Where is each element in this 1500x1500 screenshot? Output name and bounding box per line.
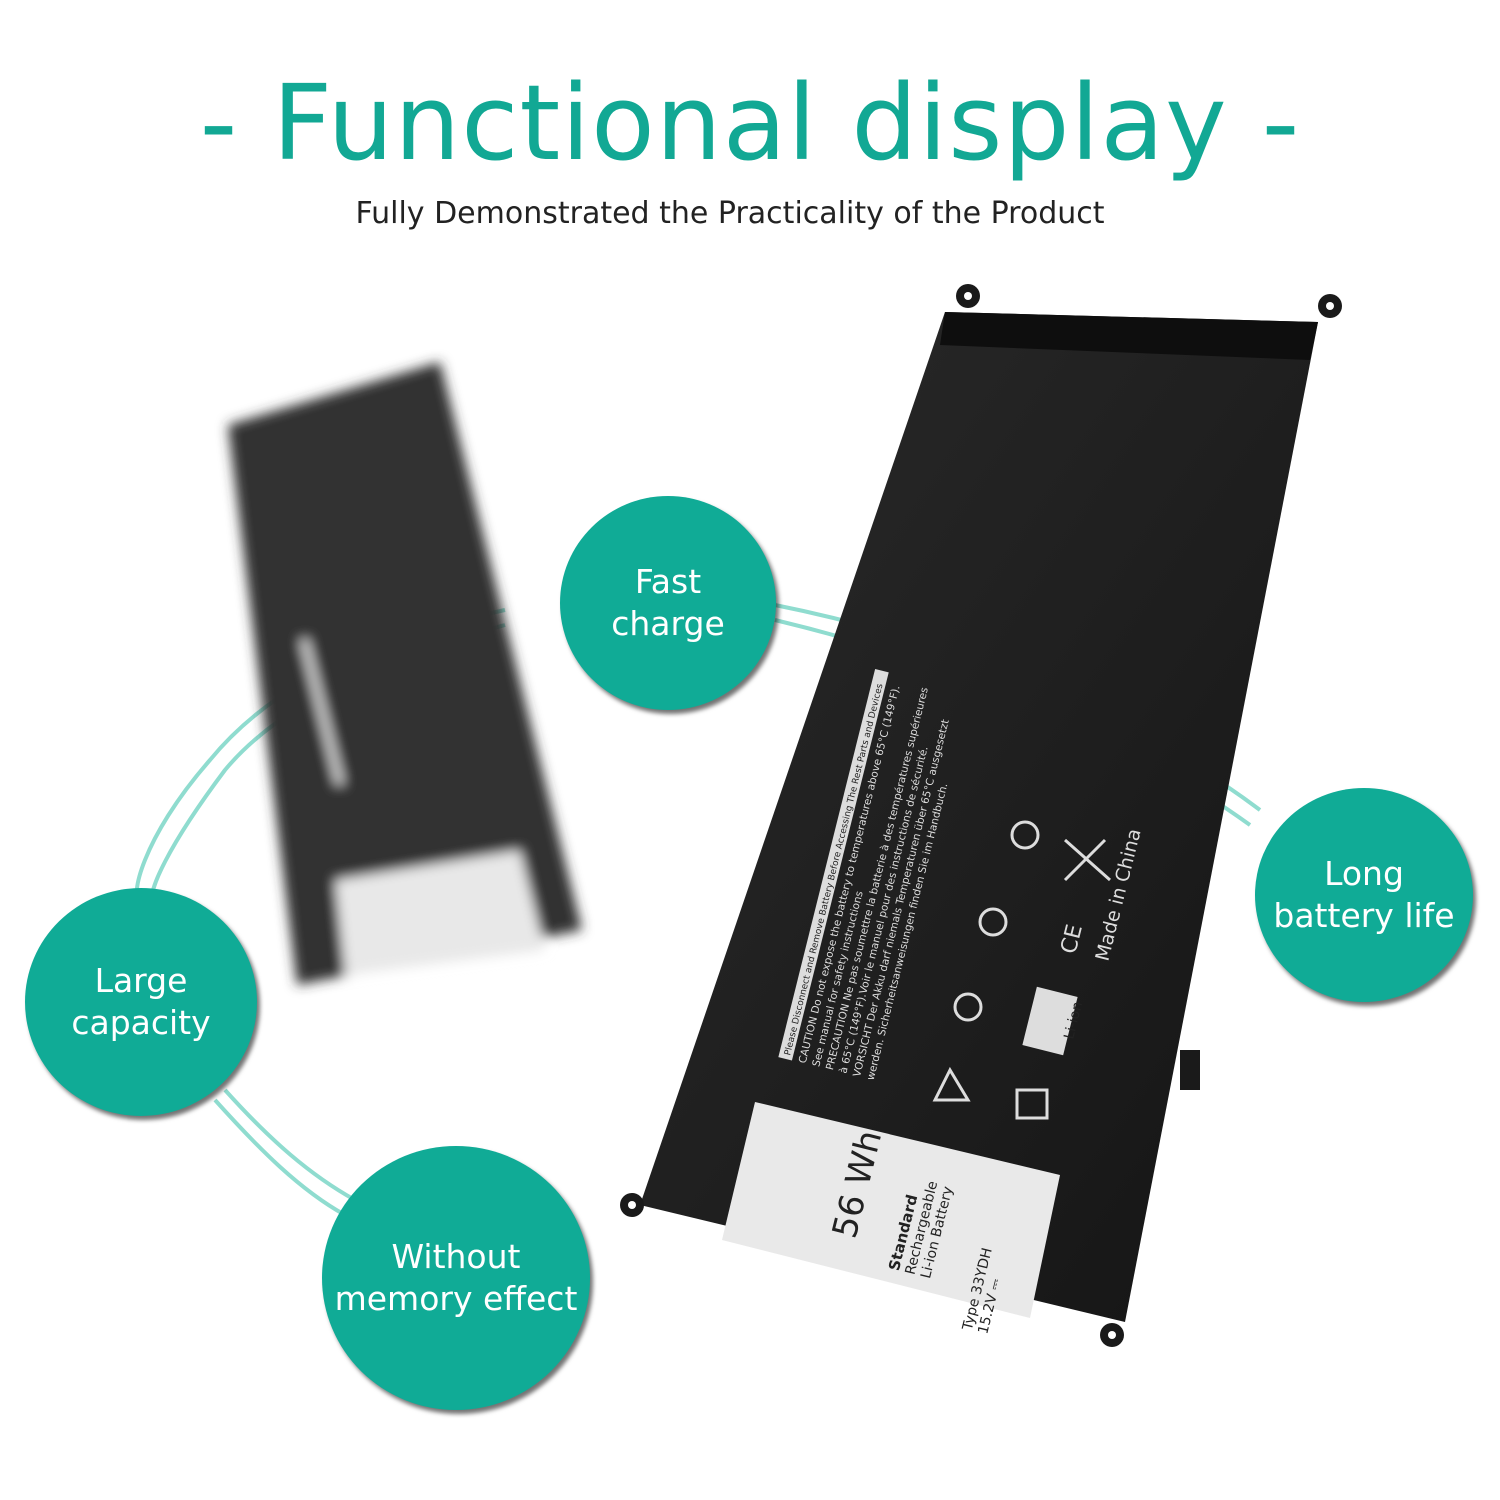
feature-without-memory-effect: Without memory effect [322, 1146, 590, 1410]
feature-long-battery-life: Long battery life [1255, 788, 1473, 1002]
no-disassemble-icon [953, 992, 983, 1022]
feature-fast-charge: Fast charge [560, 496, 776, 710]
battery-label-sticker [722, 1102, 1060, 1318]
safety-mark-icon [978, 907, 1008, 937]
warning-triangle-icon [932, 1066, 971, 1102]
feature-large-capacity: Large capacity [25, 888, 257, 1116]
no-trash-bin-icon [1063, 838, 1111, 882]
page-subtitle: Fully Demonstrated the Practicality of t… [355, 196, 1105, 231]
main-battery: 56 Wh Standard Rechargeable Li-ion Batte… [620, 284, 1342, 1347]
blurred-battery [228, 362, 582, 985]
li-ion-recycle-icon [1022, 986, 1078, 1056]
recycle-5-icon [1010, 820, 1040, 850]
page-title: - Functional display - [199, 62, 1301, 184]
recycle-symbol-icon [1015, 1088, 1049, 1120]
